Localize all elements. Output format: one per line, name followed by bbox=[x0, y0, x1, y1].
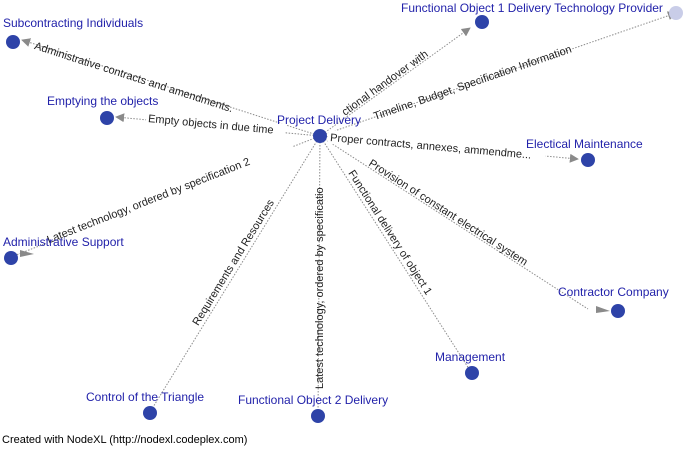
node-fo1[interactable] bbox=[475, 15, 489, 29]
edge-to-fo1-handover bbox=[319, 27, 471, 137]
node-management[interactable] bbox=[465, 366, 479, 380]
label-contractor: Contractor Company bbox=[558, 285, 669, 299]
edge-label-to-electrical: Proper contracts, annexes, ammendme... bbox=[327, 129, 547, 163]
label-fo2: Functional Object 2 Delivery bbox=[238, 393, 388, 407]
edge-to-contractor bbox=[319, 135, 589, 310]
edge-label-to-emptying: Empty objects in due time bbox=[145, 110, 287, 138]
edge-to-subcontracting bbox=[21, 38, 321, 137]
label-fo1: Functional Object 1 Delivery Technology … bbox=[401, 1, 663, 15]
edge-to-control bbox=[149, 135, 321, 413]
svg-text:Latest technology, ordered by: Latest technology, ordered by specificat… bbox=[46, 156, 252, 246]
label-electrical: Electical Maintenance bbox=[526, 137, 643, 151]
svg-text:Timeline, Budget, Specificatio: Timeline, Budget, Specification Informat… bbox=[372, 44, 573, 123]
label-hub: Project Delivery bbox=[277, 113, 361, 127]
footer-credit: Created with NodeXL (http://nodexl.codep… bbox=[2, 434, 248, 446]
node-fo2[interactable] bbox=[311, 409, 325, 423]
svg-text:Proper contracts, annexes, amm: Proper contracts, annexes, ammendme... bbox=[330, 132, 532, 162]
svg-text:Provision of constant electric: Provision of constant electrical system bbox=[366, 157, 529, 268]
node-emptying[interactable] bbox=[100, 111, 114, 125]
label-emptying: Emptying the objects bbox=[47, 94, 158, 108]
node-electrical[interactable] bbox=[581, 153, 595, 167]
edge-label-to-fo2: Latest technology, ordered by specificat… bbox=[314, 187, 326, 389]
label-admin-support: Administrative Support bbox=[3, 235, 124, 249]
edge-label-to-fo1-timeline: Timeline, Budget, Specification Informat… bbox=[372, 44, 573, 123]
svg-text:Empty objects in due time: Empty objects in due time bbox=[148, 113, 275, 137]
label-subcontracting: Subcontracting Individuals bbox=[3, 16, 143, 30]
svg-text:Latest technology, ordered by: Latest technology, ordered by specificat… bbox=[314, 187, 326, 389]
node-admin-support[interactable] bbox=[4, 251, 18, 265]
node-subcontracting[interactable] bbox=[6, 35, 20, 49]
label-control: Control of the Triangle bbox=[86, 390, 204, 404]
node-control[interactable] bbox=[143, 406, 157, 420]
label-management: Management bbox=[435, 350, 506, 364]
arrowhead-admin-support bbox=[20, 250, 34, 257]
arrowhead-contractor bbox=[596, 306, 610, 313]
node-contractor[interactable] bbox=[611, 304, 625, 318]
edge-label-to-control: Requirements and Resources bbox=[190, 197, 277, 328]
svg-text:Requirements and Resources: Requirements and Resources bbox=[190, 197, 277, 328]
edge-label-to-contractor: Provision of constant electrical system bbox=[366, 157, 529, 268]
node-fo1-provider[interactable] bbox=[669, 6, 683, 20]
node-hub[interactable] bbox=[313, 129, 327, 143]
